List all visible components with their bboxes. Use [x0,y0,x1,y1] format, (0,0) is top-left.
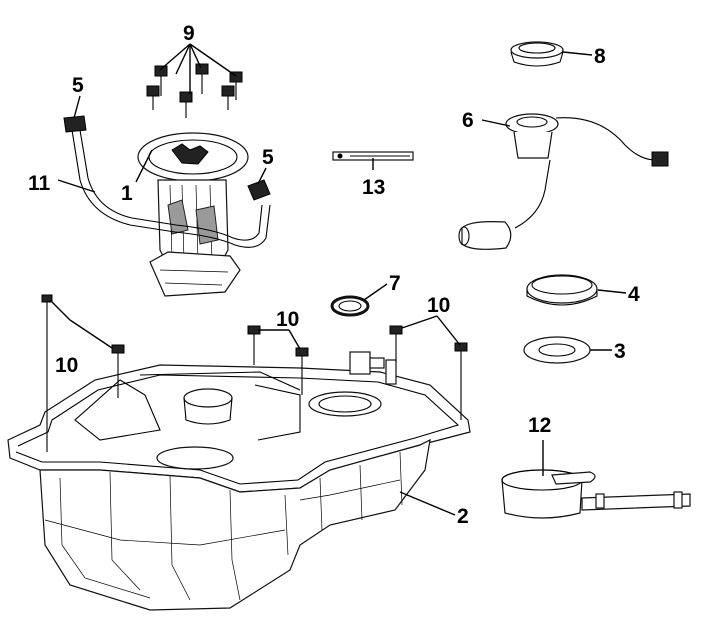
callout-12: 12 [528,414,551,437]
callout-10: 10 [427,294,450,317]
callout-11: 11 [28,172,51,195]
bolt-10 [247,325,261,365]
callout-10: 10 [276,308,299,331]
bolt-9 [146,85,160,110]
tank-fitting [349,351,371,375]
callout-3: 3 [614,340,626,363]
bolt-10 [295,347,309,395]
bolt-10 [389,325,403,362]
bolt-9 [221,85,235,110]
fuel-tank [7,351,471,611]
callout-13: 13 [362,176,385,199]
callout-8: 8 [594,45,606,68]
callout-labels: 9 5 5 11 1 13 8 6 7 4 3 2 12 10 10 10 [28,22,640,528]
callout-10: 10 [55,354,78,377]
leader-lines [49,43,627,516]
bolt-10 [111,344,125,398]
tank-body [39,438,431,611]
pump-bolts [146,63,243,118]
sender-connector [651,151,669,167]
callout-7: 7 [389,272,401,295]
callout-4: 4 [628,283,640,306]
fuel-hose [63,115,271,248]
tank-filler-neck [183,388,233,408]
sender-float [461,221,512,250]
bolt-10 [454,342,468,420]
bolt-10 [41,294,53,452]
callout-1: 1 [121,182,133,205]
tank-bottom-opening [156,446,234,470]
lock-ring-8 [510,41,564,67]
tank-bolts [41,294,468,452]
callout-9: 9 [183,22,195,45]
callout-6: 6 [462,109,474,132]
callout-5: 5 [72,74,84,97]
callout-5: 5 [262,146,274,169]
fuel-level-sender [458,113,669,250]
bolt-9 [154,65,168,96]
fuel-pump-assembly [137,132,249,297]
bolt-9 [179,91,193,118]
strap-13 [332,151,414,161]
canister-12 [501,469,691,519]
seal-ring-4 [526,274,598,306]
bolt-9 [195,63,209,94]
gasket-7 [330,295,370,317]
callout-2: 2 [457,505,469,528]
gasket-3 [523,336,591,364]
hose-clamp [63,115,87,133]
